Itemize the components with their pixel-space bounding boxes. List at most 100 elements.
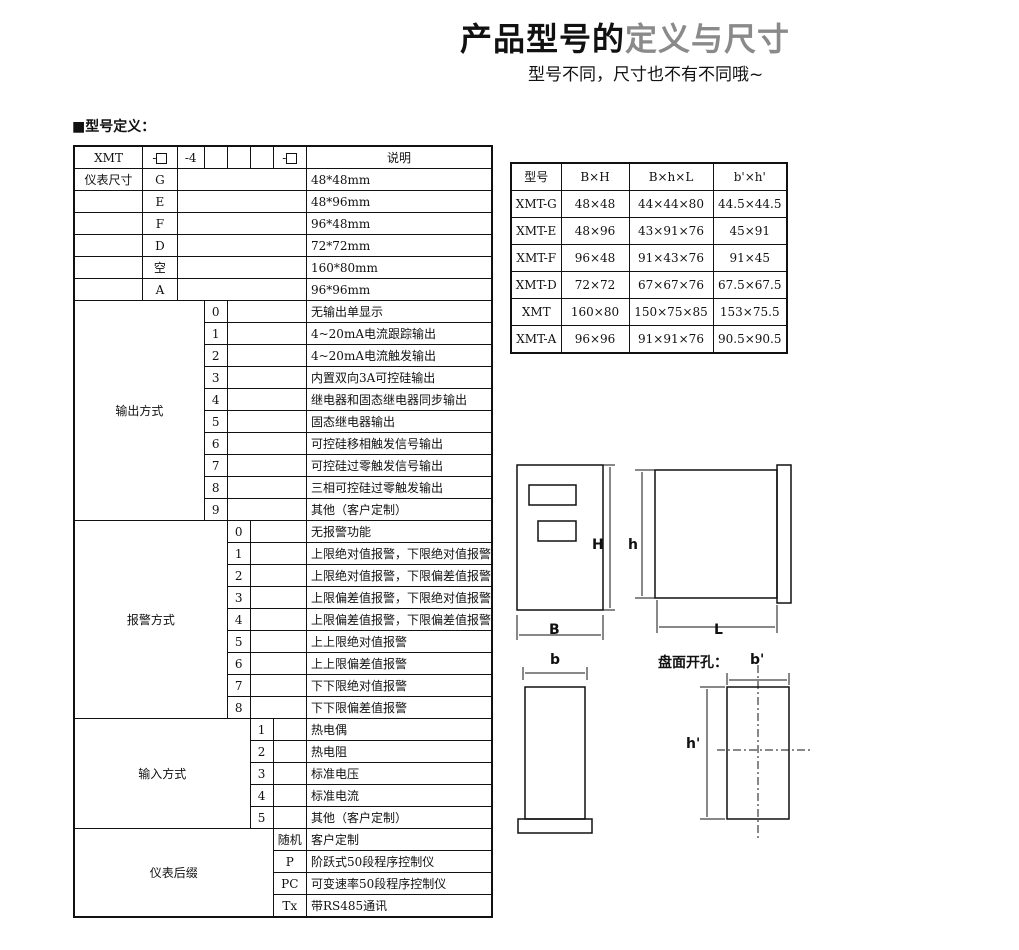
header-cell: b'×h' [712, 162, 788, 191]
empty-cell [73, 278, 144, 301]
label-h-prime: h' [686, 736, 701, 752]
empty-cell [176, 190, 307, 213]
description-cell: 无报警功能 [305, 520, 493, 543]
table-cell: XMT-G [510, 190, 562, 218]
description-cell: 可控硅移相触发信号输出 [305, 432, 493, 455]
code-cell: 2 [226, 564, 251, 587]
empty-cell [272, 762, 307, 785]
code-cell: 0 [203, 300, 228, 323]
empty-cell [226, 454, 307, 477]
table-cell: 45×91 [712, 217, 788, 245]
code-cell: D [142, 234, 178, 257]
table-cell: 48×96 [560, 217, 630, 245]
code-cell: 6 [226, 652, 251, 675]
empty-cell [249, 542, 307, 565]
code-cell: E [142, 190, 178, 213]
table-cell: 90.5×90.5 [712, 325, 788, 354]
table-row: 2 热电阻 [74, 740, 493, 763]
table-cell: XMT-A [510, 325, 562, 354]
code-cell: 1 [249, 718, 274, 741]
empty-cell [249, 674, 307, 697]
dimension-drawings [516, 464, 810, 840]
description-cell: 热电阻 [305, 740, 493, 763]
code-cell: 3 [226, 586, 251, 609]
table-cell: 150×75×85 [628, 298, 714, 326]
empty-cell [73, 190, 144, 213]
label-B: B [549, 622, 560, 638]
description-cell: 三相可控硅过零触发输出 [305, 476, 493, 499]
description-cell: 96*96mm [305, 278, 493, 301]
description-cell: 上限绝对值报警，下限偏差值报警 [305, 564, 493, 587]
description-cell: 客户定制 [305, 828, 493, 851]
description-cell: 48*96mm [305, 190, 493, 213]
description-cell: 下下限偏差值报警 [305, 696, 493, 719]
header-cell: - [142, 145, 178, 169]
table-row: 6 可控硅移相触发信号输出 [74, 432, 493, 455]
empty-cell [226, 498, 307, 521]
empty-cell [272, 718, 307, 741]
empty-cell [226, 344, 307, 367]
description-cell: 96*48mm [305, 212, 493, 235]
description-cell: 4~20mA电流触发输出 [305, 344, 493, 367]
table-header-row: XMT--4-说明 [73, 145, 493, 169]
code-cell: 6 [203, 432, 228, 455]
side-view-drawing [635, 464, 792, 633]
table-cell: 96×96 [560, 325, 630, 354]
description-cell: 热电偶 [305, 718, 493, 741]
description-cell: 上上限偏差值报警 [305, 652, 493, 675]
header-cell [249, 145, 274, 169]
table-cell: XMT-D [510, 271, 562, 299]
label-b: b [550, 652, 561, 668]
empty-cell [176, 212, 307, 235]
cutout-title: 盘面开孔： [658, 655, 728, 671]
code-cell: 8 [226, 696, 251, 719]
table-row: 6 上上限偏差值报警 [74, 652, 493, 675]
table-cell: 44×44×80 [628, 190, 714, 218]
code-cell: Tx [272, 894, 307, 918]
description-cell: 4~20mA电流跟踪输出 [305, 322, 493, 345]
table-cell: 67×67×76 [628, 271, 714, 299]
code-cell: 3 [249, 762, 274, 785]
page-subtitle: 型号不同，尺寸也不有不同哦~ [528, 65, 764, 85]
empty-cell [272, 806, 307, 829]
empty-cell [226, 300, 307, 323]
table-row: E 48*96mm [73, 190, 493, 213]
header-cell [203, 145, 228, 169]
header-cell: - [272, 145, 307, 169]
description-cell: 可控硅过零触发信号输出 [305, 454, 493, 477]
panel-cutout-drawing [700, 665, 810, 840]
empty-cell [249, 608, 307, 631]
code-cell: 空 [142, 256, 178, 279]
table-cell: XMT-F [510, 244, 562, 272]
code-cell: 5 [203, 410, 228, 433]
code-cell: 5 [249, 806, 274, 829]
section-label: 报警方式 [73, 520, 228, 719]
description-cell: 阶跃式50段程序控制仪 [305, 850, 493, 873]
empty-cell [226, 410, 307, 433]
definition-heading: ■型号定义： [72, 119, 156, 135]
code-cell: 2 [249, 740, 274, 763]
empty-cell [176, 168, 307, 191]
description-cell: 其他（客户定制） [305, 498, 493, 521]
empty-cell [73, 212, 144, 235]
description-cell: 可变速率50段程序控制仪 [305, 872, 493, 895]
table-cell: 48×48 [560, 190, 630, 218]
